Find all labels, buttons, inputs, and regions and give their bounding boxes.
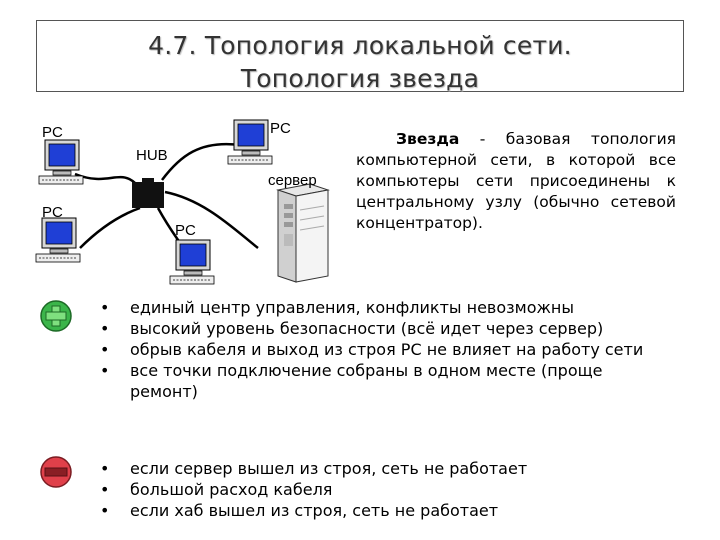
pc-label-top-right: PC bbox=[270, 120, 291, 137]
slide-title-line-2: Топология звезда bbox=[37, 64, 683, 93]
list-item: если хаб вышел из строя, сеть не работае… bbox=[96, 500, 670, 521]
list-item: единый центр управления, конфликты невоз… bbox=[96, 297, 670, 318]
title-box: 4.7. Топология локальной сети. Топология… bbox=[36, 20, 684, 92]
list-item: высокий уровень безопасности (всё идет ч… bbox=[96, 318, 670, 339]
pc-label-top-left: PC bbox=[42, 124, 63, 141]
pc-label-bottom-center: PC bbox=[175, 222, 196, 239]
server-tower bbox=[278, 184, 328, 282]
star-topology-diagram: PC PC HUB сервер PC PC bbox=[0, 100, 350, 300]
minus-icon bbox=[40, 456, 72, 492]
plus-icon bbox=[40, 300, 72, 336]
disadvantages-list: если сервер вышел из строя, сеть не рабо… bbox=[96, 458, 670, 521]
server-label: сервер bbox=[268, 172, 317, 189]
definition-term: Звезда bbox=[396, 130, 459, 148]
list-item: все точки подключение собраны в одном ме… bbox=[96, 360, 670, 402]
list-item: обрыв кабеля и выход из строя РС не влия… bbox=[96, 339, 670, 360]
hub-label: HUB bbox=[136, 147, 168, 164]
list-item: если сервер вышел из строя, сеть не рабо… bbox=[96, 458, 670, 479]
hub-box bbox=[132, 182, 164, 208]
advantages-list: единый центр управления, конфликты невоз… bbox=[96, 297, 670, 402]
pc-bottom-left bbox=[36, 218, 80, 262]
cable-pc1 bbox=[75, 174, 138, 186]
cable-pc3 bbox=[80, 208, 140, 248]
definition-separator: - bbox=[459, 130, 505, 148]
pc-bottom-center bbox=[170, 240, 214, 284]
slide-title-line-1: 4.7. Топология локальной сети. bbox=[37, 31, 683, 60]
pc-label-bottom-left: PC bbox=[42, 204, 63, 221]
pc-top-right bbox=[228, 120, 272, 164]
definition-paragraph: Звезда - базовая топология компьютерной … bbox=[356, 129, 676, 234]
list-item: большой расход кабеля bbox=[96, 479, 670, 500]
pc-top-left bbox=[39, 140, 83, 184]
